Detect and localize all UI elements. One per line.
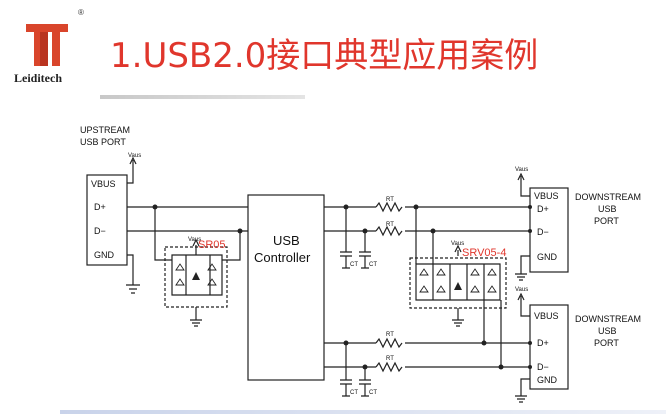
controller-label-1: USB (273, 233, 300, 248)
downstream-2-dplus-pin: D+ (537, 338, 549, 348)
ct-lower-1: CT (350, 390, 358, 396)
upstream-port-box (86, 174, 128, 266)
downstream-1-vbus-small: Vaus (515, 167, 528, 173)
footer-divider (60, 410, 666, 414)
logo-registered-mark: ® (78, 8, 84, 17)
srv05-vbus-small: Vaus (451, 241, 464, 247)
usb-controller-box (247, 194, 325, 381)
downstream-1-label-3: PORT (594, 216, 619, 226)
page-title: 1.USB2.0接口典型应用案例 (110, 36, 539, 76)
sr05-vbus-small: Vaus (188, 237, 201, 243)
upstream-vbus-pin: VBUS (91, 179, 116, 189)
title-underline (100, 95, 305, 99)
downstream-1-label-2: USB (598, 204, 617, 214)
controller-label-2: Controller (254, 250, 311, 265)
rt-upper-1: RT (386, 197, 394, 203)
downstream-2-label-3: PORT (594, 338, 619, 348)
leiditech-logo (6, 6, 96, 86)
srv05-4-label: SRV05-4 (462, 247, 506, 259)
upstream-label-2: USB PORT (80, 137, 126, 147)
logo-mark-icon (26, 24, 68, 66)
downstream-1-dminus-pin: D− (537, 227, 549, 237)
ct-upper-1: CT (350, 262, 358, 268)
downstream-2-label-1: DOWNSTREAM (575, 314, 641, 324)
downstream-2-label-2: USB (598, 326, 617, 336)
ct-lower-2: CT (369, 390, 377, 396)
brand-name: Leiditech (14, 71, 62, 85)
upstream-label-1: UPSTREAM (80, 125, 130, 135)
downstream-1-label-1: DOWNSTREAM (575, 192, 641, 202)
downstream-port-2-box (529, 304, 569, 390)
downstream-1-gnd-pin: GND (537, 252, 558, 262)
upstream-dminus-pin: D− (94, 226, 106, 236)
downstream-1-dplus-pin: D+ (537, 204, 549, 214)
downstream-1-vbus-pin: VBUS (534, 191, 559, 201)
upstream-gnd-pin: GND (94, 250, 115, 260)
downstream-2-gnd-pin: GND (537, 375, 558, 385)
srv05-4-box (409, 257, 507, 309)
upstream-vbus-small: Vaus (128, 153, 141, 159)
upstream-dplus-pin: D+ (94, 202, 106, 212)
sr05-label: SR05 (198, 239, 226, 251)
downstream-2-vbus-pin: VBUS (534, 311, 559, 321)
ct-upper-2: CT (369, 262, 377, 268)
rt-lower-2: RT (386, 356, 394, 362)
downstream-2-dminus-pin: D− (537, 362, 549, 372)
downstream-2-vbus-small: Vaus (515, 287, 528, 293)
rt-upper-2: RT (386, 222, 394, 228)
rt-lower-1: RT (386, 332, 394, 338)
